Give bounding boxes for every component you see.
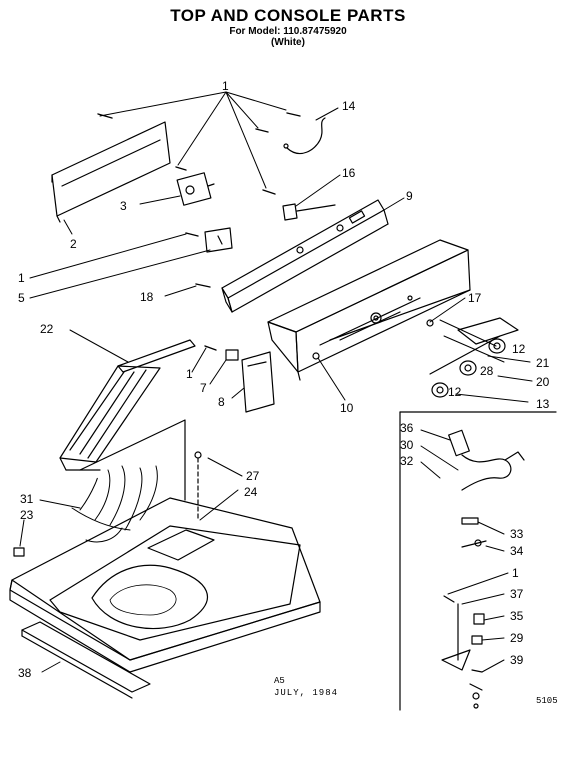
- leader-lines: [19, 91, 533, 673]
- callout-22: 22: [40, 322, 54, 336]
- rev-code: A5: [274, 676, 285, 686]
- part-27-screw: [194, 451, 202, 521]
- part-3-switch: [176, 172, 215, 206]
- callout-21: 21: [536, 356, 550, 370]
- callout-38: 38: [18, 666, 32, 680]
- part-22-grill: [59, 339, 196, 471]
- part-16-clip: [282, 203, 336, 221]
- page-title: TOP AND CONSOLE PARTS: [170, 6, 406, 25]
- callout-9: 9: [406, 189, 413, 203]
- part-23-plug: [13, 547, 25, 557]
- callout-18: 18: [140, 290, 154, 304]
- callout-1-top: 1: [222, 79, 229, 93]
- color-line: (White): [271, 37, 305, 48]
- harness-outline: [79, 419, 186, 501]
- callout-29: 29: [510, 631, 524, 645]
- date-stamp: JULY, 1984: [274, 688, 339, 698]
- callout-28: 28: [480, 364, 494, 378]
- callout-2: 2: [70, 237, 77, 251]
- part-10-console: [267, 239, 471, 381]
- callout-7: 7: [200, 381, 207, 395]
- callout-1-mid: 1: [186, 367, 193, 381]
- callout-37: 37: [510, 587, 524, 601]
- callout-36: 36: [400, 421, 414, 435]
- callout-24: 24: [244, 485, 258, 499]
- callout-32: 32: [400, 454, 414, 468]
- part-24-top: [9, 497, 321, 673]
- callout-14: 14: [342, 99, 356, 113]
- model-line: For Model: 110.87475920: [229, 26, 347, 37]
- knobs: [429, 317, 519, 398]
- callout-1-left: 1: [18, 271, 25, 285]
- part-2-bracket: [51, 121, 171, 223]
- screws: [97, 112, 301, 351]
- part-14-harness: [283, 117, 326, 154]
- callout-39: 39: [510, 653, 524, 667]
- right-parts-box: [399, 411, 557, 711]
- callout-3: 3: [120, 199, 127, 213]
- part-8-cover: [225, 349, 275, 413]
- part-38-pad: [21, 621, 151, 699]
- callout-12-bottom: 12: [448, 385, 462, 399]
- callout-10: 10: [340, 401, 354, 415]
- part-5-bracket: [204, 227, 233, 253]
- part-31-harness: [71, 465, 158, 543]
- callout-20: 20: [536, 375, 550, 389]
- callout-23: 23: [20, 508, 34, 522]
- callout-34: 34: [510, 544, 524, 558]
- page-code: 5105: [536, 696, 558, 706]
- callout-labels: 1 14 3 16 9 2 1 5 18 17 22 12 21 28 1 20…: [18, 79, 550, 680]
- part-9-channel: [221, 199, 389, 313]
- callout-5: 5: [18, 291, 25, 305]
- callout-30: 30: [400, 438, 414, 452]
- callout-1-right: 1: [512, 566, 519, 580]
- callout-13: 13: [536, 397, 550, 411]
- callout-27: 27: [246, 469, 260, 483]
- callout-17: 17: [468, 291, 482, 305]
- callout-31: 31: [20, 492, 34, 506]
- callout-35: 35: [510, 609, 524, 623]
- callout-33: 33: [510, 527, 524, 541]
- callout-8: 8: [218, 395, 225, 409]
- callout-12-top: 12: [512, 342, 526, 356]
- callout-16: 16: [342, 166, 356, 180]
